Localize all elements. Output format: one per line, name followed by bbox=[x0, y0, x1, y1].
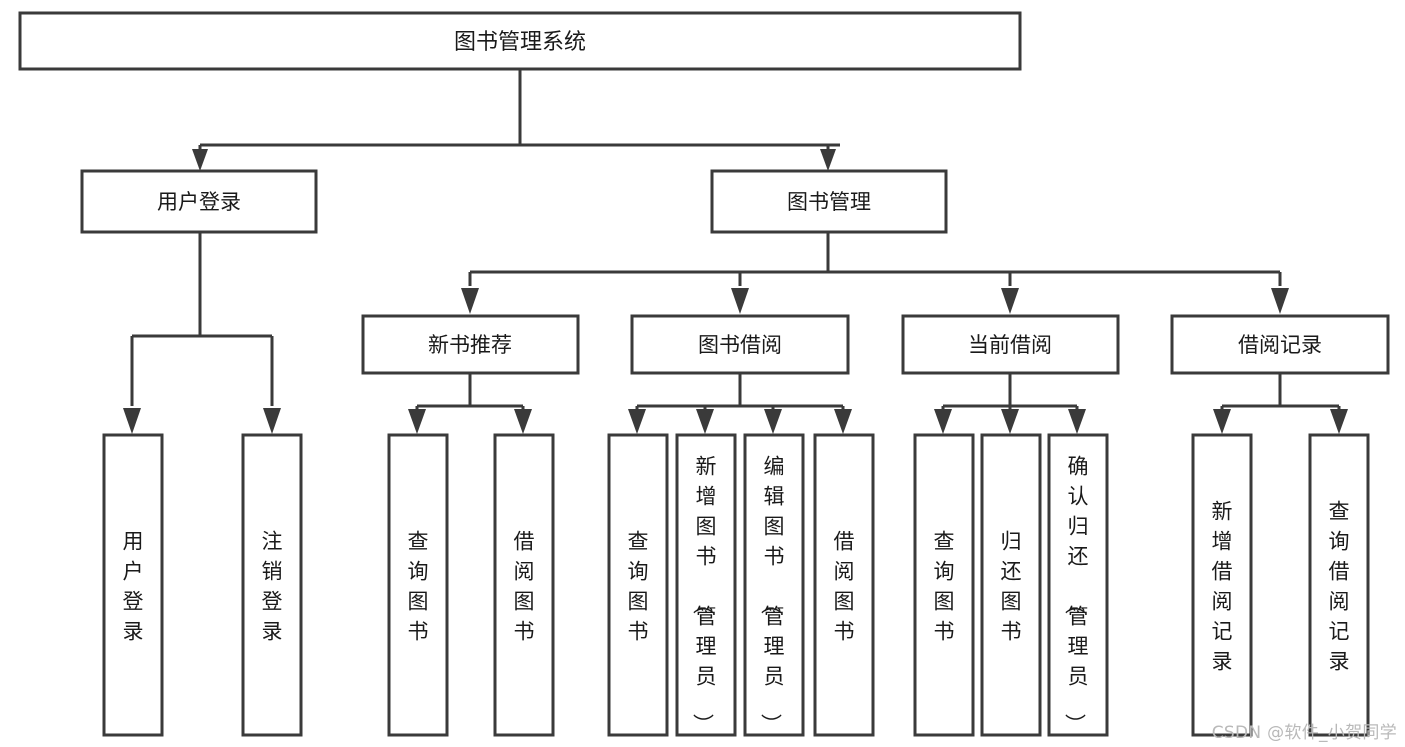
connectors-root-to-level2 bbox=[192, 69, 840, 171]
node-new-book-recommend-label: 新书推荐 bbox=[428, 333, 512, 357]
arrow-icon bbox=[263, 408, 281, 434]
connectors-borrowrecords-to-leaves bbox=[1213, 373, 1348, 434]
leaf-book-borrow-lend[interactable]: 借阅图书 bbox=[813, 433, 875, 737]
leaf-user-login-signout[interactable]: 注销登录 bbox=[241, 433, 303, 737]
leaf-label-vertical: 查询图书 bbox=[408, 529, 429, 643]
node-root-label: 图书管理系统 bbox=[454, 30, 586, 55]
leaf-label-vertical: 新增借阅记录 bbox=[1212, 499, 1233, 673]
leaf-new-book-borrow[interactable]: 借阅图书 bbox=[493, 433, 555, 737]
arrow-icon bbox=[1068, 409, 1086, 434]
connectors-bookmgmt-to-level3 bbox=[461, 232, 1289, 314]
arrow-icon bbox=[1001, 288, 1019, 314]
leaf-label-vertical: 注销登录 bbox=[262, 529, 283, 643]
node-book-borrow-label: 图书借阅 bbox=[698, 333, 782, 357]
leaf-label-vertical: 新增图书（管理员） bbox=[691, 454, 717, 734]
connectors-newbook-to-leaves bbox=[408, 373, 532, 434]
csdn-watermark: CSDN @软件_小贺同学 bbox=[1211, 723, 1397, 743]
arrow-icon bbox=[123, 408, 141, 434]
leaf-label-vertical: 用户登录 bbox=[123, 529, 144, 643]
arrow-icon bbox=[934, 409, 952, 434]
leaf-current-borrow-return[interactable]: 归还图书 bbox=[980, 433, 1042, 737]
node-current-borrow-label: 当前借阅 bbox=[968, 333, 1052, 357]
leaf-book-borrow-add[interactable]: 新增图书（管理员） bbox=[675, 433, 737, 737]
leaf-book-borrow-query[interactable]: 查询图书 bbox=[607, 433, 669, 737]
arrow-icon bbox=[731, 288, 749, 314]
node-current-borrow[interactable]: 当前借阅 bbox=[901, 314, 1120, 375]
node-user-login-label: 用户登录 bbox=[157, 190, 241, 214]
arrow-icon bbox=[514, 409, 532, 434]
node-new-book-recommend[interactable]: 新书推荐 bbox=[361, 314, 580, 375]
leaf-label-vertical: 确认归还（管理员） bbox=[1063, 454, 1089, 734]
leaf-label-vertical: 借阅图书 bbox=[834, 529, 855, 643]
leaf-label-vertical: 归还图书 bbox=[1001, 529, 1022, 643]
node-user-login[interactable]: 用户登录 bbox=[80, 169, 318, 234]
arrow-icon bbox=[820, 149, 836, 171]
node-borrow-records[interactable]: 借阅记录 bbox=[1170, 314, 1390, 375]
leaf-label-vertical: 查询图书 bbox=[934, 529, 955, 643]
leaf-new-book-query[interactable]: 查询图书 bbox=[387, 433, 449, 737]
node-book-borrow[interactable]: 图书借阅 bbox=[630, 314, 850, 375]
arrow-icon bbox=[1213, 409, 1231, 434]
arrow-icon bbox=[834, 409, 852, 434]
arrow-icon bbox=[461, 288, 479, 314]
arrow-icon bbox=[628, 409, 646, 434]
arrow-icon bbox=[1330, 409, 1348, 434]
node-book-management[interactable]: 图书管理 bbox=[710, 169, 948, 234]
node-root-system[interactable]: 图书管理系统 bbox=[18, 11, 1022, 71]
node-borrow-records-label: 借阅记录 bbox=[1238, 333, 1322, 357]
arrow-icon bbox=[696, 409, 714, 434]
leaf-borrow-record-add[interactable]: 新增借阅记录 bbox=[1191, 433, 1253, 737]
leaf-label-vertical: 查询借阅记录 bbox=[1329, 499, 1350, 673]
connectors-currentborrow-to-leaves bbox=[934, 373, 1086, 434]
leaf-current-borrow-query[interactable]: 查询图书 bbox=[913, 433, 975, 737]
leaf-label-vertical: 查询图书 bbox=[628, 529, 649, 643]
arrow-icon bbox=[764, 409, 782, 434]
arrow-icon bbox=[408, 409, 426, 434]
node-book-management-label: 图书管理 bbox=[787, 190, 871, 214]
leaf-book-borrow-edit[interactable]: 编辑图书（管理员） bbox=[743, 433, 805, 737]
connectors-userlogin-to-leaves bbox=[123, 232, 281, 434]
leaf-label-vertical: 编辑图书（管理员） bbox=[759, 454, 785, 734]
arrow-icon bbox=[1001, 409, 1019, 434]
leaf-borrow-record-query[interactable]: 查询借阅记录 bbox=[1308, 433, 1370, 737]
connectors-bookborrow-to-leaves bbox=[628, 373, 852, 434]
arrow-icon bbox=[1271, 288, 1289, 314]
leaf-user-login-signin[interactable]: 用户登录 bbox=[102, 433, 164, 737]
leaf-label-vertical: 借阅图书 bbox=[514, 529, 535, 643]
arrow-icon bbox=[192, 149, 208, 171]
leaf-current-borrow-confirm[interactable]: 确认归还（管理员） bbox=[1047, 433, 1109, 737]
